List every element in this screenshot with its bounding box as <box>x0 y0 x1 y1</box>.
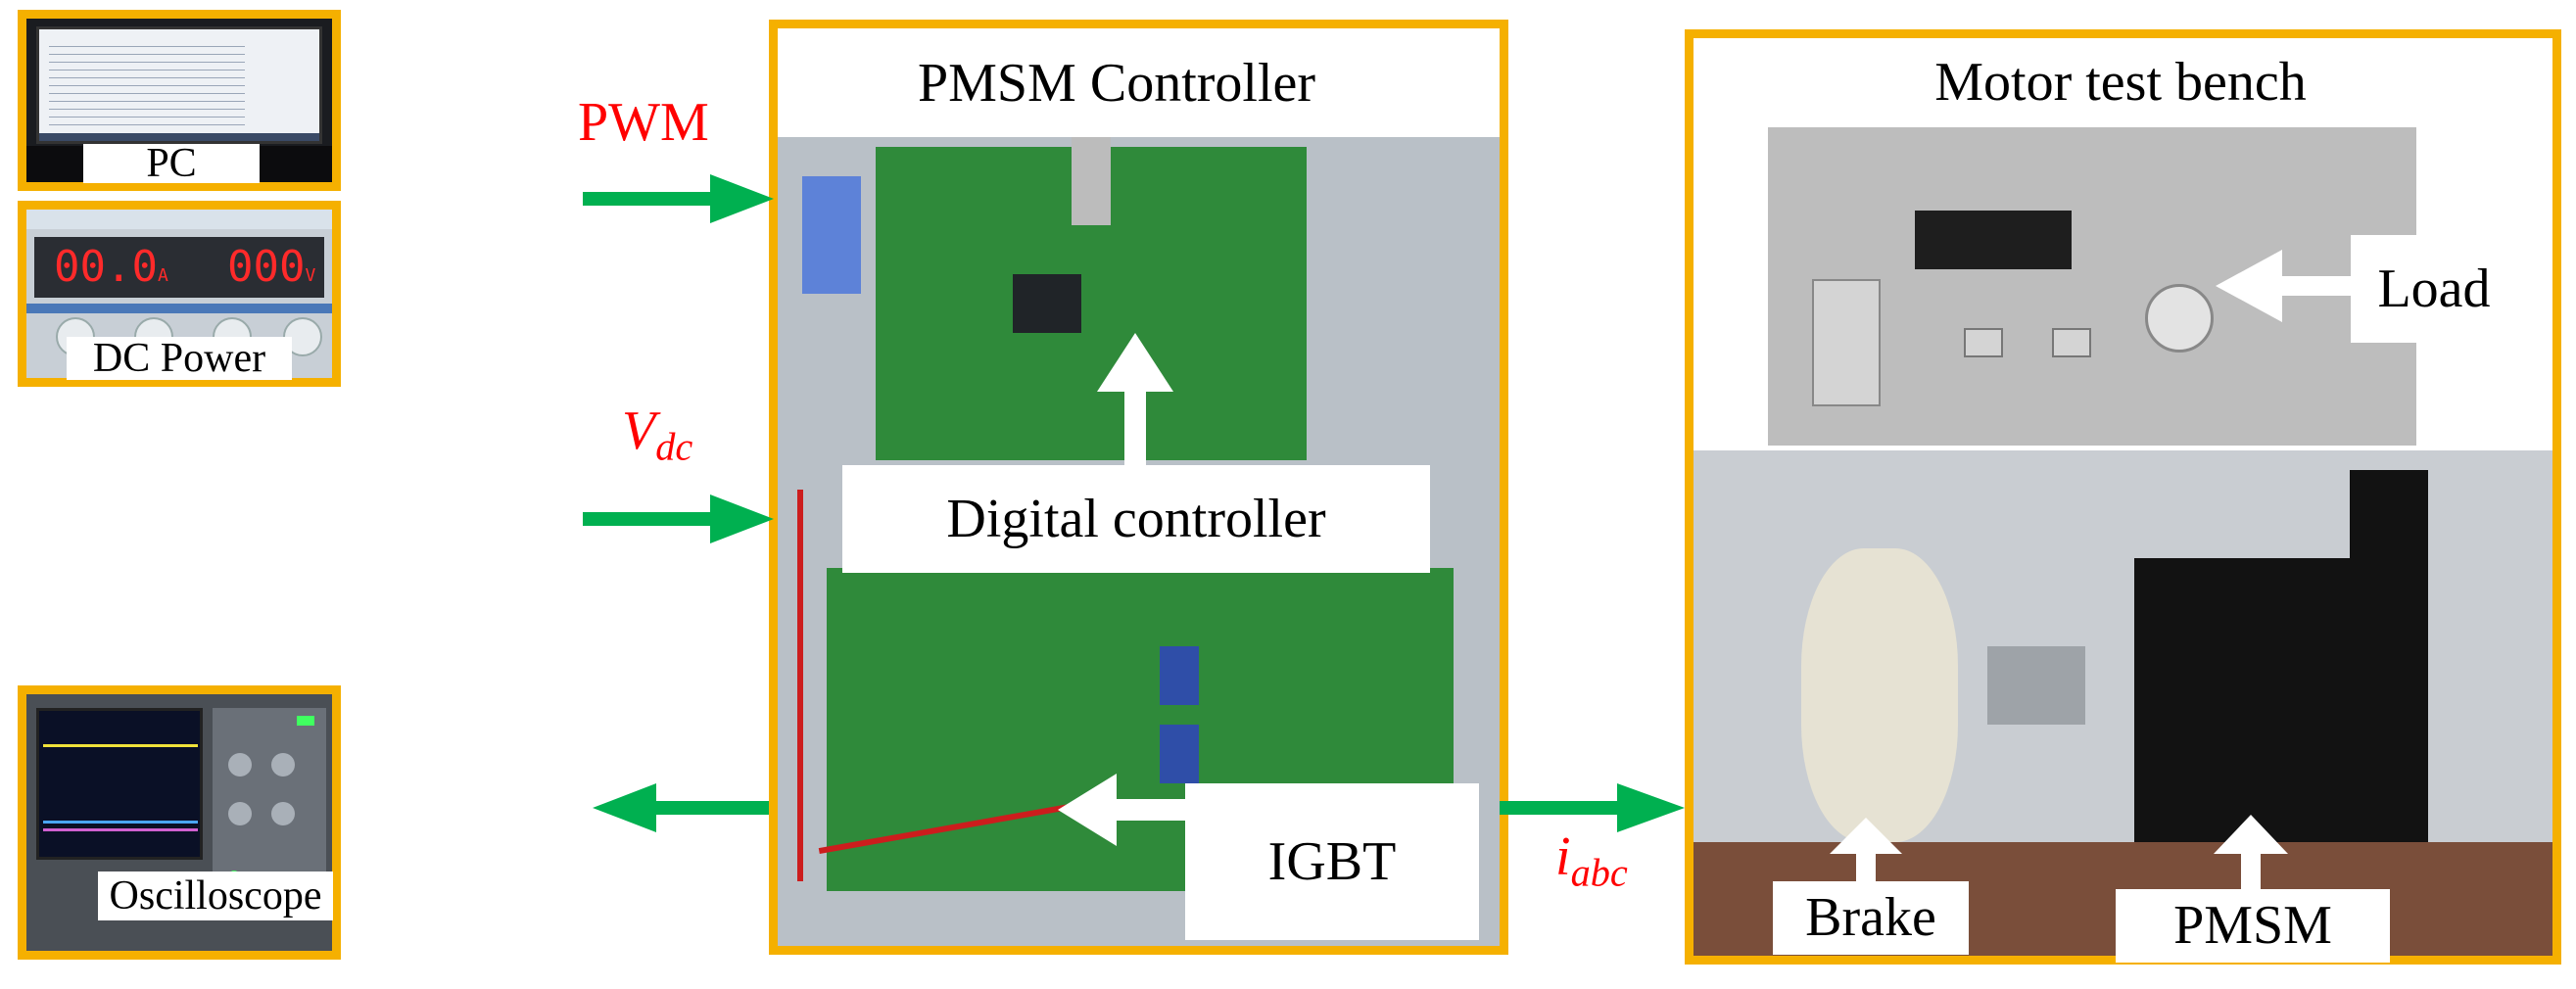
test-bench-title: Motor test bench <box>1743 41 2498 124</box>
current-sensor-2 <box>1160 725 1199 783</box>
brake-body <box>1801 548 1958 842</box>
current-display-value: 00.0 <box>54 242 158 292</box>
pmsm-encoder <box>2350 470 2428 578</box>
oscilloscope-arrow <box>593 783 769 832</box>
tension-button-up <box>1964 328 2003 357</box>
brake-pointer <box>1830 818 1902 883</box>
ribbon-cable <box>1072 137 1111 225</box>
dc-power-block <box>18 201 341 387</box>
pwm-arrow <box>583 174 774 223</box>
vdc-arrow <box>583 494 774 543</box>
laptop-screen <box>36 26 322 144</box>
scope-knob-4 <box>271 802 295 825</box>
controller-title: PMSM Controller <box>823 39 1410 127</box>
voltage-display-unit: V <box>305 265 316 286</box>
psu-blue-strip <box>26 304 332 313</box>
oscilloscope-label: Oscilloscope <box>98 871 333 920</box>
scope-screen <box>36 708 203 860</box>
current-display-unit: A <box>157 265 168 286</box>
wire-red-1 <box>797 490 803 881</box>
tension-knob <box>2145 284 2214 353</box>
screen-taskbar <box>39 133 319 141</box>
pmsm-pointer <box>2214 815 2288 891</box>
scope-trace-blue <box>43 821 198 824</box>
tension-switch <box>1812 279 1881 406</box>
igbt-pointer <box>1058 774 1185 846</box>
vdc-sub: dc <box>655 424 693 469</box>
load-pointer <box>2216 250 2351 322</box>
scope-knob-2 <box>271 753 295 777</box>
vdc-main: V <box>622 400 656 461</box>
voltage-display-value: 000 <box>227 242 306 292</box>
screen-code-lines <box>49 39 245 127</box>
pc-block <box>18 10 341 191</box>
igbt-label: IGBT <box>1185 783 1479 940</box>
scope-trace-pink <box>43 828 198 831</box>
digital-controller-label: Digital controller <box>842 465 1430 573</box>
psu-display-panel <box>34 237 324 298</box>
pwm-signal-label: PWM <box>578 92 709 153</box>
current-display: 00.0A <box>54 243 171 292</box>
dc-power-label: DC Power <box>67 337 292 380</box>
psu-top-strip <box>26 210 332 229</box>
pmsm-body <box>2134 558 2428 842</box>
load-label: Load <box>2351 235 2517 343</box>
voltage-display: 000V <box>227 243 325 292</box>
iabc-arrow <box>1500 783 1685 832</box>
tension-display <box>1915 211 2072 269</box>
iabc-sub: abc <box>1570 850 1628 895</box>
tension-button-down <box>2052 328 2091 357</box>
connector-blue <box>802 176 861 294</box>
coupling <box>1987 646 2085 725</box>
oscilloscope-block <box>18 685 341 960</box>
controller-block <box>769 20 1508 955</box>
pc-label: PC <box>83 143 260 184</box>
scope-knob-3 <box>228 802 252 825</box>
chip-mcu <box>1013 274 1081 333</box>
brake-label: Brake <box>1773 881 1969 955</box>
vdc-signal-label: Vdc <box>622 401 692 476</box>
current-sensor-1 <box>1160 646 1199 705</box>
digital-controller-pointer <box>1097 333 1173 465</box>
scope-led-1 <box>297 716 314 726</box>
iabc-main: i <box>1555 826 1571 887</box>
iabc-signal-label: iabc <box>1555 827 1628 902</box>
scope-trace-yellow <box>43 744 198 747</box>
pmsm-label: PMSM <box>2116 889 2390 963</box>
scope-knob-1 <box>228 753 252 777</box>
